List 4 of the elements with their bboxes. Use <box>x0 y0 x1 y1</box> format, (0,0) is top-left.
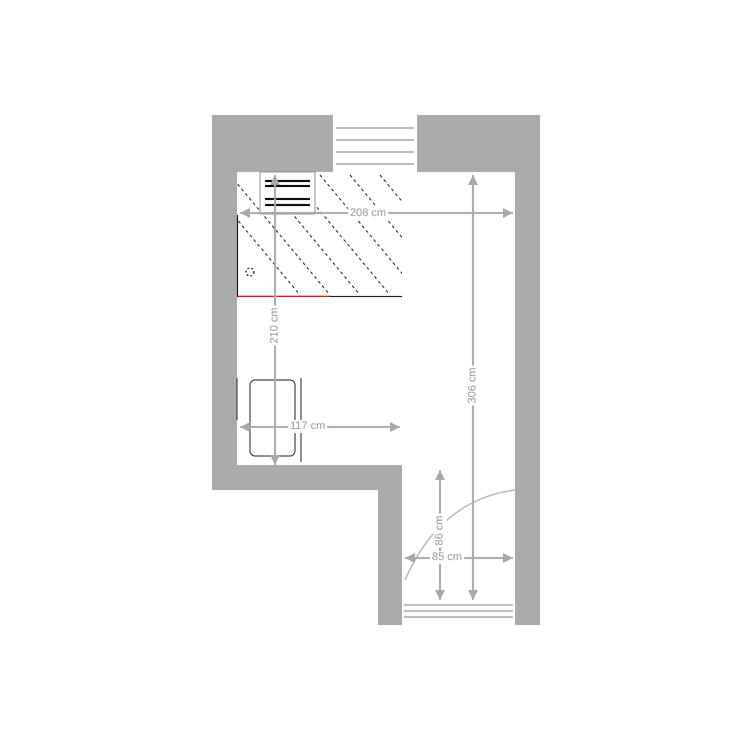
dimension-label: 117 cm <box>288 420 328 433</box>
dimension-label: 85 cm <box>430 551 464 564</box>
dimension-label: 86 cm <box>433 513 446 547</box>
dimension-label: 208 cm <box>348 207 388 220</box>
